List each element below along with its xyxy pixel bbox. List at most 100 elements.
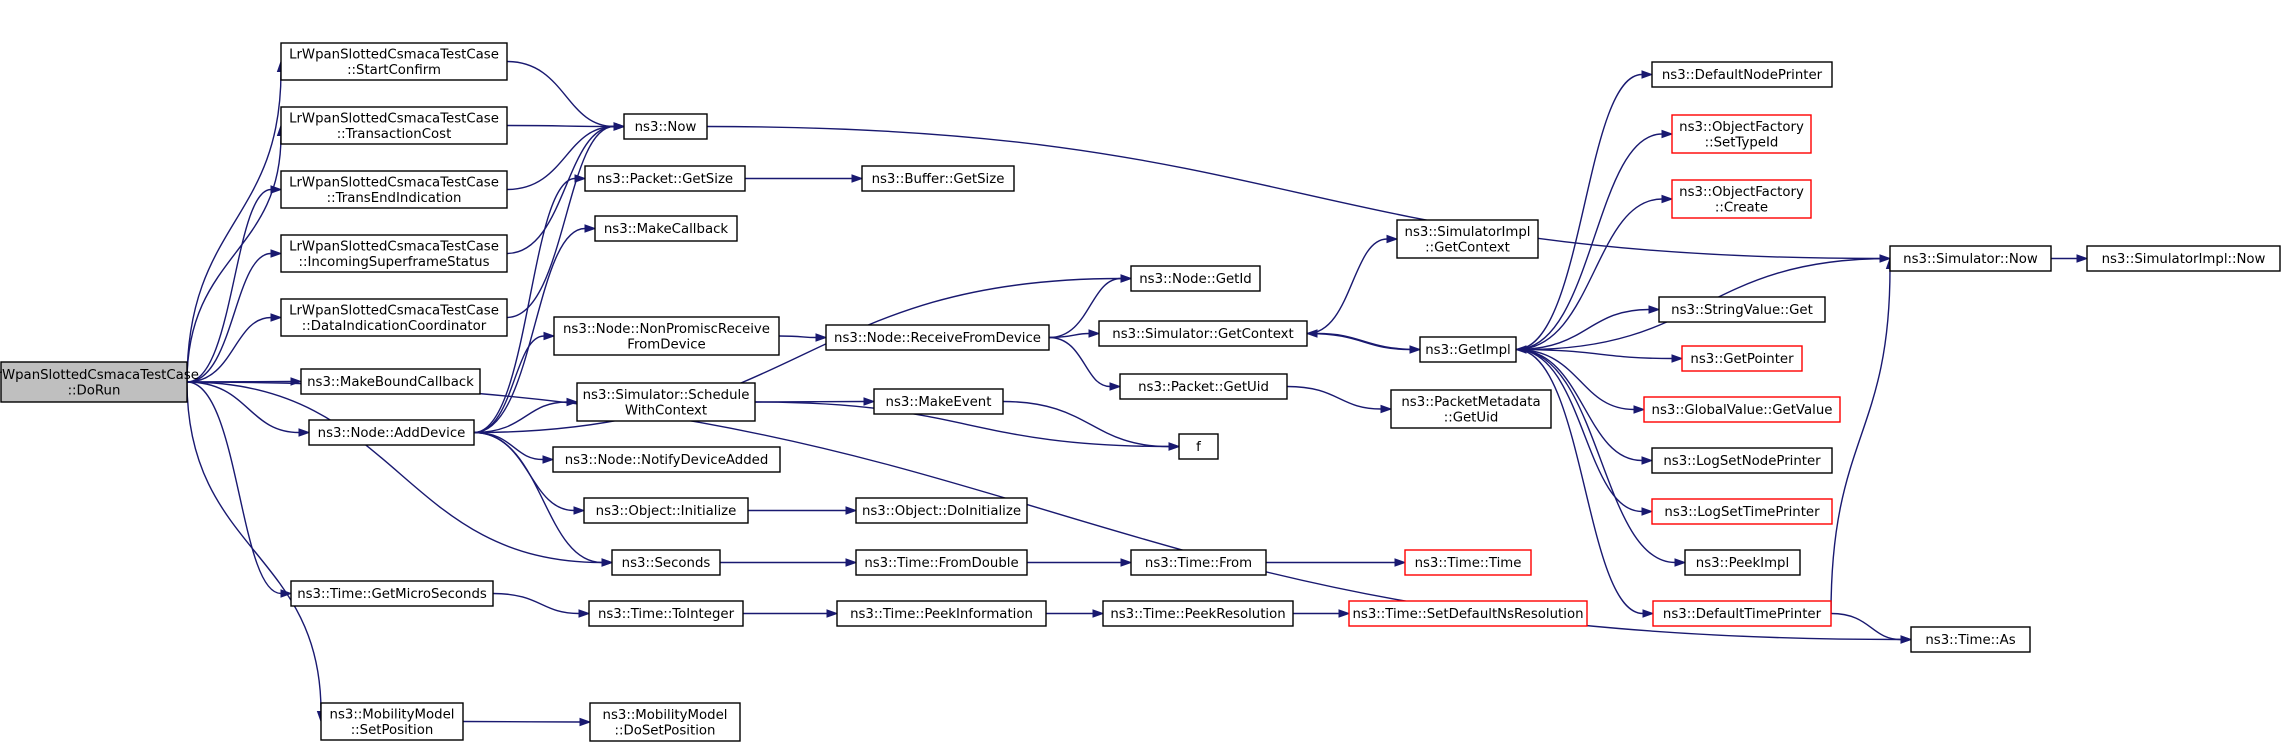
node-label-transend-0: LrWpanSlottedCsmacaTestCase	[289, 175, 499, 190]
node-setdefaultres[interactable]: ns3::Time::SetDefaultNsResolution	[1348, 600, 1588, 627]
node-label-startconfirm-1: ::StartConfirm	[347, 63, 441, 78]
node-box-simimplnow	[2086, 245, 2281, 272]
edge-transactioncost-to-now	[506, 124, 615, 128]
node-startconfirm[interactable]: LrWpanSlottedCsmacaTestCase::StartConfir…	[280, 42, 508, 81]
node-notifydeviceadded[interactable]: ns3::Node::NotifyDeviceAdded	[552, 446, 781, 473]
edge-dorun-to-incoming	[186, 252, 272, 383]
arrowhead-getimpl-to-logsetnodeprinter	[1641, 456, 1654, 465]
node-simgetcontext[interactable]: ns3::Simulator::GetContext	[1098, 320, 1308, 347]
node-adddevice[interactable]: ns3::Node::AddDevice	[308, 419, 475, 446]
node-buffergetsize[interactable]: ns3::Buffer::GetSize	[861, 165, 1015, 192]
node-box-dorun	[0, 361, 188, 403]
node-seconds[interactable]: ns3::Seconds	[611, 549, 721, 576]
node-packetgetuid[interactable]: ns3::Packet::GetUid	[1119, 373, 1288, 400]
node-fromdouble[interactable]: ns3::Time::FromDouble	[855, 549, 1028, 576]
node-stringvalueget[interactable]: ns3::StringValue::Get	[1658, 296, 1826, 323]
node-box-ofcreate	[1671, 179, 1812, 219]
arrowhead-receivefromdevice-to-nodegetid	[1120, 274, 1133, 283]
node-now[interactable]: ns3::Now	[623, 113, 708, 140]
edge-receivefromdevice-to-packetgetuid	[1048, 336, 1111, 388]
node-label-adddevice-0: ns3::Node::AddDevice	[318, 426, 466, 441]
node-label-nonpromisc-1: FromDevice	[627, 337, 705, 352]
node-peekinformation[interactable]: ns3::Time::PeekInformation	[836, 600, 1047, 627]
arrowhead-getimpl-to-ofsettypeid	[1661, 129, 1674, 139]
node-box-incoming	[280, 234, 508, 273]
node-label-timetime-0: ns3::Time::Time	[1415, 556, 1522, 571]
node-simimplgetcontext[interactable]: ns3::SimulatorImpl::GetContext	[1396, 219, 1539, 259]
edge-setposition-to-dosetposition	[462, 720, 581, 723]
node-transend[interactable]: LrWpanSlottedCsmacaTestCase::TransEndInd…	[280, 170, 508, 209]
node-defaultnodeprinter[interactable]: ns3::DefaultNodePrinter	[1651, 61, 1833, 88]
nodes-layer: LrWpanSlottedCsmacaTestCase::DoRunLrWpan…	[0, 42, 2281, 742]
node-label-schedulewithcontext-0: ns3::Simulator::Schedule	[583, 388, 750, 403]
node-setposition[interactable]: ns3::MobilityModel::SetPosition	[320, 702, 464, 741]
node-box-peekimpl	[1684, 549, 1801, 576]
arrowhead-tointeger-to-peekinformation	[826, 609, 839, 618]
node-label-stringvalueget-0: ns3::StringValue::Get	[1671, 303, 1813, 318]
node-box-startconfirm	[280, 42, 508, 81]
node-label-simimplnow-0: ns3::SimulatorImpl::Now	[2102, 252, 2266, 267]
node-box-objinit	[583, 497, 749, 524]
node-logsetnodeprinter[interactable]: ns3::LogSetNodePrinter	[1651, 447, 1833, 474]
node-label-dataind-0: LrWpanSlottedCsmacaTestCase	[289, 303, 499, 318]
node-peekresolution[interactable]: ns3::Time::PeekResolution	[1102, 600, 1294, 627]
node-objinit[interactable]: ns3::Object::Initialize	[583, 497, 749, 524]
node-doinitialize[interactable]: ns3::Object::DoInitialize	[855, 497, 1028, 524]
node-pmgetuid[interactable]: ns3::PacketMetadata::GetUid	[1390, 389, 1552, 429]
node-timeas[interactable]: ns3::Time::As	[1910, 626, 2031, 653]
node-ofcreate[interactable]: ns3::ObjectFactory::Create	[1671, 179, 1812, 219]
node-simimplnow[interactable]: ns3::SimulatorImpl::Now	[2086, 245, 2281, 272]
node-ofsettypeid[interactable]: ns3::ObjectFactory::SetTypeId	[1671, 114, 1812, 154]
node-timefrom[interactable]: ns3::Time::From	[1130, 549, 1267, 576]
node-logsettimeprinter[interactable]: ns3::LogSetTimePrinter	[1651, 498, 1833, 525]
node-dataind[interactable]: LrWpanSlottedCsmacaTestCase::DataIndicat…	[280, 298, 508, 337]
node-label-getmicro-0: ns3::Time::GetMicroSeconds	[297, 587, 487, 602]
node-box-seconds	[611, 549, 721, 576]
edge-getimpl-to-peekimpl	[1515, 348, 1676, 564]
node-simnow[interactable]: ns3::Simulator::Now	[1889, 245, 2052, 272]
node-peekimpl[interactable]: ns3::PeekImpl	[1684, 549, 1801, 576]
node-tointeger[interactable]: ns3::Time::ToInteger	[588, 600, 744, 627]
node-defaulttimeprinter[interactable]: ns3::DefaultTimePrinter	[1652, 600, 1832, 627]
node-makeboundcallback[interactable]: ns3::MakeBoundCallback	[300, 368, 481, 395]
node-packetgetsize[interactable]: ns3::Packet::GetSize	[584, 165, 746, 192]
node-label-transactioncost-0: LrWpanSlottedCsmacaTestCase	[289, 111, 499, 126]
node-dosetposition[interactable]: ns3::MobilityModel::DoSetPosition	[589, 702, 741, 742]
edge-adddevice-to-schedulewithcontext	[473, 401, 568, 434]
node-globalvalueget[interactable]: ns3::GlobalValue::GetValue	[1643, 396, 1841, 423]
node-box-logsettimeprinter	[1651, 498, 1833, 525]
node-label-simgetcontext-0: ns3::Simulator::GetContext	[1112, 327, 1293, 342]
edge-adddevice-to-nonpromisc	[473, 335, 545, 434]
edge-transend-to-now	[506, 125, 615, 191]
node-label-defaulttimeprinter-0: ns3::DefaultTimePrinter	[1663, 607, 1822, 622]
node-transactioncost[interactable]: LrWpanSlottedCsmacaTestCase::Transaction…	[280, 106, 508, 145]
node-label-packetgetsize-0: ns3::Packet::GetSize	[597, 172, 733, 187]
node-label-dataind-1: ::DataIndicationCoordinator	[302, 319, 487, 334]
edge-incoming-to-now	[506, 125, 615, 255]
node-box-nonpromisc	[553, 316, 780, 356]
node-box-packetgetsize	[584, 165, 746, 192]
node-getimpl[interactable]: ns3::GetImpl	[1419, 336, 1517, 363]
node-label-peekresolution-0: ns3::Time::PeekResolution	[1110, 607, 1285, 622]
node-label-ofcreate-1: ::Create	[1715, 200, 1768, 215]
arrowhead-simgetcontext-to-simimplgetcontext	[1386, 234, 1399, 244]
node-box-getimpl	[1419, 336, 1517, 363]
node-timetime[interactable]: ns3::Time::Time	[1404, 549, 1532, 576]
node-label-dorun-0: LrWpanSlottedCsmacaTestCase	[0, 368, 199, 383]
node-nodegetid[interactable]: ns3::Node::GetId	[1130, 265, 1261, 292]
arrowhead-objinit-to-doinitialize	[845, 506, 858, 515]
node-receivefromdevice[interactable]: ns3::Node::ReceiveFromDevice	[825, 324, 1050, 351]
node-makecallback[interactable]: ns3::MakeCallback	[594, 215, 738, 242]
node-label-ofsettypeid-1: ::SetTypeId	[1705, 135, 1779, 150]
arrowhead-adddevice-to-nonpromisc	[543, 331, 556, 341]
edge-makeevent-to-f	[1002, 400, 1170, 448]
node-getpointer[interactable]: ns3::GetPointer	[1681, 345, 1803, 372]
node-makeevent[interactable]: ns3::MakeEvent	[873, 388, 1004, 415]
edge-schedulewithcontext-to-f	[754, 401, 1170, 448]
edge-simgetcontext-to-getimpl	[1306, 332, 1411, 351]
node-f[interactable]: f	[1178, 433, 1219, 460]
node-incoming[interactable]: LrWpanSlottedCsmacaTestCase::IncomingSup…	[280, 234, 508, 273]
node-getmicro[interactable]: ns3::Time::GetMicroSeconds	[290, 580, 494, 607]
